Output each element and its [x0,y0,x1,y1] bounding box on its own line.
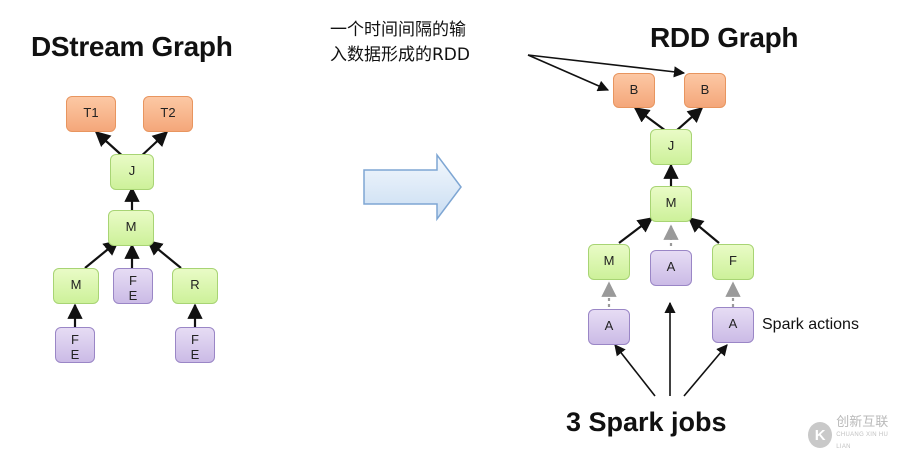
dstream-node-fe-mid-top: F [129,273,137,288]
watermark-cn: 创新互联 [836,415,889,430]
rdd-node-j: J [650,129,692,165]
rdd-node-f-label: F [729,253,737,268]
rdd-node-a-right-label: A [728,316,738,331]
rdd-graph-title: RDD Graph [650,22,799,53]
watermark-text: 创新互联 CHUANG XIN HU LIAN [836,415,900,453]
rdd-node-a-right: A [712,307,754,343]
annotation-arrow-b1 [527,54,610,92]
rdd-node-a-mid: A [650,250,692,286]
rdd-node-b1-label: B [629,82,639,97]
dstream-node-fe-left-bottom: E [70,347,80,362]
rdd-node-m-mid-label: M [665,195,677,210]
rdd-node-b1: B [613,73,655,108]
rdd-node-b2-label: B [700,82,710,97]
spark-actions-label: Spark actions [762,316,859,333]
rdd-node-m-low-label: M [603,253,615,268]
dstream-node-fe-right-bottom: E [190,347,200,362]
edge-rj-b2 [675,106,704,132]
dstream-node-t2: T2 [143,96,193,132]
dstream-node-fe-right: F E [175,327,215,363]
dstream-node-m-mid-label: M [125,219,137,234]
rdd-node-f: F [712,244,754,280]
dstream-node-fe-left-top: F [71,332,79,347]
dstream-node-fe-mid: F E [113,268,153,304]
dstream-graph-title: DStream Graph [31,31,233,62]
job-arrow-left [614,344,656,397]
watermark: K 创新互联 CHUANG XIN HU LIAN [808,415,900,453]
dstream-node-t1: T1 [66,96,116,132]
dstream-node-j-label: J [128,163,136,178]
watermark-logo-icon: K [808,422,833,448]
dstream-node-r-label: R [190,277,200,292]
rdd-node-b2: B [684,73,726,108]
rdd-node-m-mid: M [650,186,692,222]
dstream-node-fe-left: F E [55,327,95,363]
dstream-node-m-mid: M [108,210,154,246]
dstream-node-j: J [110,154,154,190]
rdd-node-j-label: J [667,138,675,153]
dstream-node-r: R [172,268,218,304]
rdd-node-a-left: A [588,309,630,345]
edge-rj-b1 [633,107,667,132]
dstream-node-t1-label: T1 [83,105,99,120]
dstream-node-m-low: M [53,268,99,304]
spark-jobs-label: 3 Spark jobs [566,407,727,437]
annotation-line-2: 入数据形成的RDD [330,45,470,65]
transform-arrow [363,152,462,222]
dstream-node-t2-label: T2 [160,105,176,120]
rdd-node-a-left-label: A [604,318,614,333]
edge-rf-rm [687,217,720,244]
rdd-node-a-mid-label: A [666,259,676,274]
job-arrow-right [683,344,728,397]
watermark-en: CHUANG XIN HU LIAN [836,432,889,450]
edge-r-m [146,240,182,269]
dstream-node-fe-mid-bottom: E [128,288,138,303]
annotation-arrow-b2 [527,54,686,78]
edge-rmlow-rm [618,217,654,244]
annotation-line-1: 一个时间间隔的输 [330,20,466,40]
rdd-node-m-low: M [588,244,630,280]
dstream-node-fe-right-top: F [191,332,199,347]
dstream-node-m-low-label: M [70,277,82,292]
